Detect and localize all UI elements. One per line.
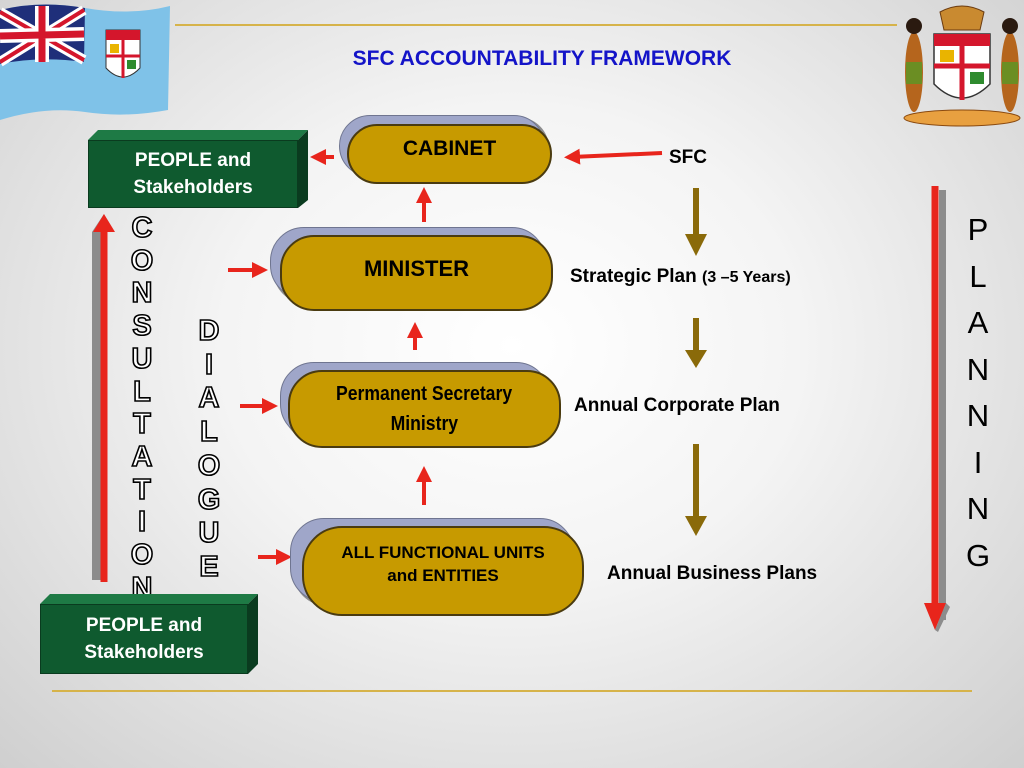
fiji-coat-of-arms-icon <box>900 0 1024 128</box>
sfc-label: SFC <box>669 147 707 168</box>
bottom-divider <box>52 690 972 692</box>
consultation-letter: L <box>132 375 151 409</box>
consultation-letter: O <box>130 244 154 278</box>
dialogue-letter: A <box>198 382 221 416</box>
page-title: SFC ACCOUNTABILITY FRAMEWORK <box>352 47 732 70</box>
people-top-line2: Stakeholders <box>133 177 253 198</box>
planning-letter: L <box>969 258 987 294</box>
consultation-letter: N <box>131 571 154 594</box>
strategic-plan-years: (3 –5 Years) <box>702 269 791 286</box>
planning-letter: I <box>973 444 983 480</box>
dialogue-letter: E <box>199 550 220 584</box>
people-bottom-line2: Stakeholders <box>84 642 204 663</box>
consultation-letter: U <box>131 342 154 376</box>
people-top-line1: PEOPLE and <box>134 150 252 171</box>
planning-letter: P <box>967 212 989 247</box>
planning-letter: A <box>967 305 989 340</box>
people-stakeholders-top: PEOPLE and Stakeholders <box>88 140 298 208</box>
consultation-letter: N <box>131 277 154 311</box>
minister-label: MINISTER <box>363 256 470 281</box>
dialogue-letter: L <box>199 415 218 449</box>
consultation-letter: T <box>132 407 151 441</box>
annual-business-plans-label: Annual Business Plans <box>607 563 818 584</box>
annual-corporate-plan-label: Annual Corporate Plan <box>574 395 780 416</box>
dialogue-letter: G <box>197 483 221 517</box>
consultation-letter: O <box>130 538 154 572</box>
consultation-letter: I <box>137 506 147 540</box>
consultation-letter: S <box>132 309 153 343</box>
perm-sec-label-line1: Permanent Secretary <box>336 383 513 405</box>
permanent-secretary-box: Permanent Secretary Ministry <box>288 370 561 448</box>
cabinet-box: CABINET <box>347 124 552 184</box>
units-label-line2: and ENTITIES <box>387 566 499 585</box>
dialogue-letter: I <box>204 348 214 382</box>
perm-sec-label-line2: Ministry <box>390 413 459 435</box>
fiji-flag-icon <box>0 0 172 128</box>
strategic-plan-label: Strategic Plan (3 –5 Years) <box>570 266 791 287</box>
dialogue-letter: O <box>197 449 221 483</box>
planning-letter: N <box>966 491 990 526</box>
people-stakeholders-bottom: PEOPLE and Stakeholders <box>40 604 248 674</box>
top-divider <box>175 24 897 26</box>
functional-units-box: ALL FUNCTIONAL UNITS and ENTITIES <box>302 526 584 616</box>
people-bottom-line1: PEOPLE and <box>85 615 203 636</box>
dialogue-letter: D <box>198 314 221 348</box>
planning-letter: N <box>966 398 990 433</box>
dialogue-letter: U <box>198 516 221 550</box>
consultation-letter: A <box>131 440 154 474</box>
units-label-line1: ALL FUNCTIONAL UNITS <box>341 543 545 562</box>
minister-box: MINISTER <box>280 235 553 311</box>
consultation-letter: C <box>131 212 154 245</box>
planning-letter: N <box>966 351 990 387</box>
consultation-letter: T <box>132 473 151 507</box>
planning-letter: G <box>965 537 991 573</box>
cabinet-label: CABINET <box>402 137 497 160</box>
